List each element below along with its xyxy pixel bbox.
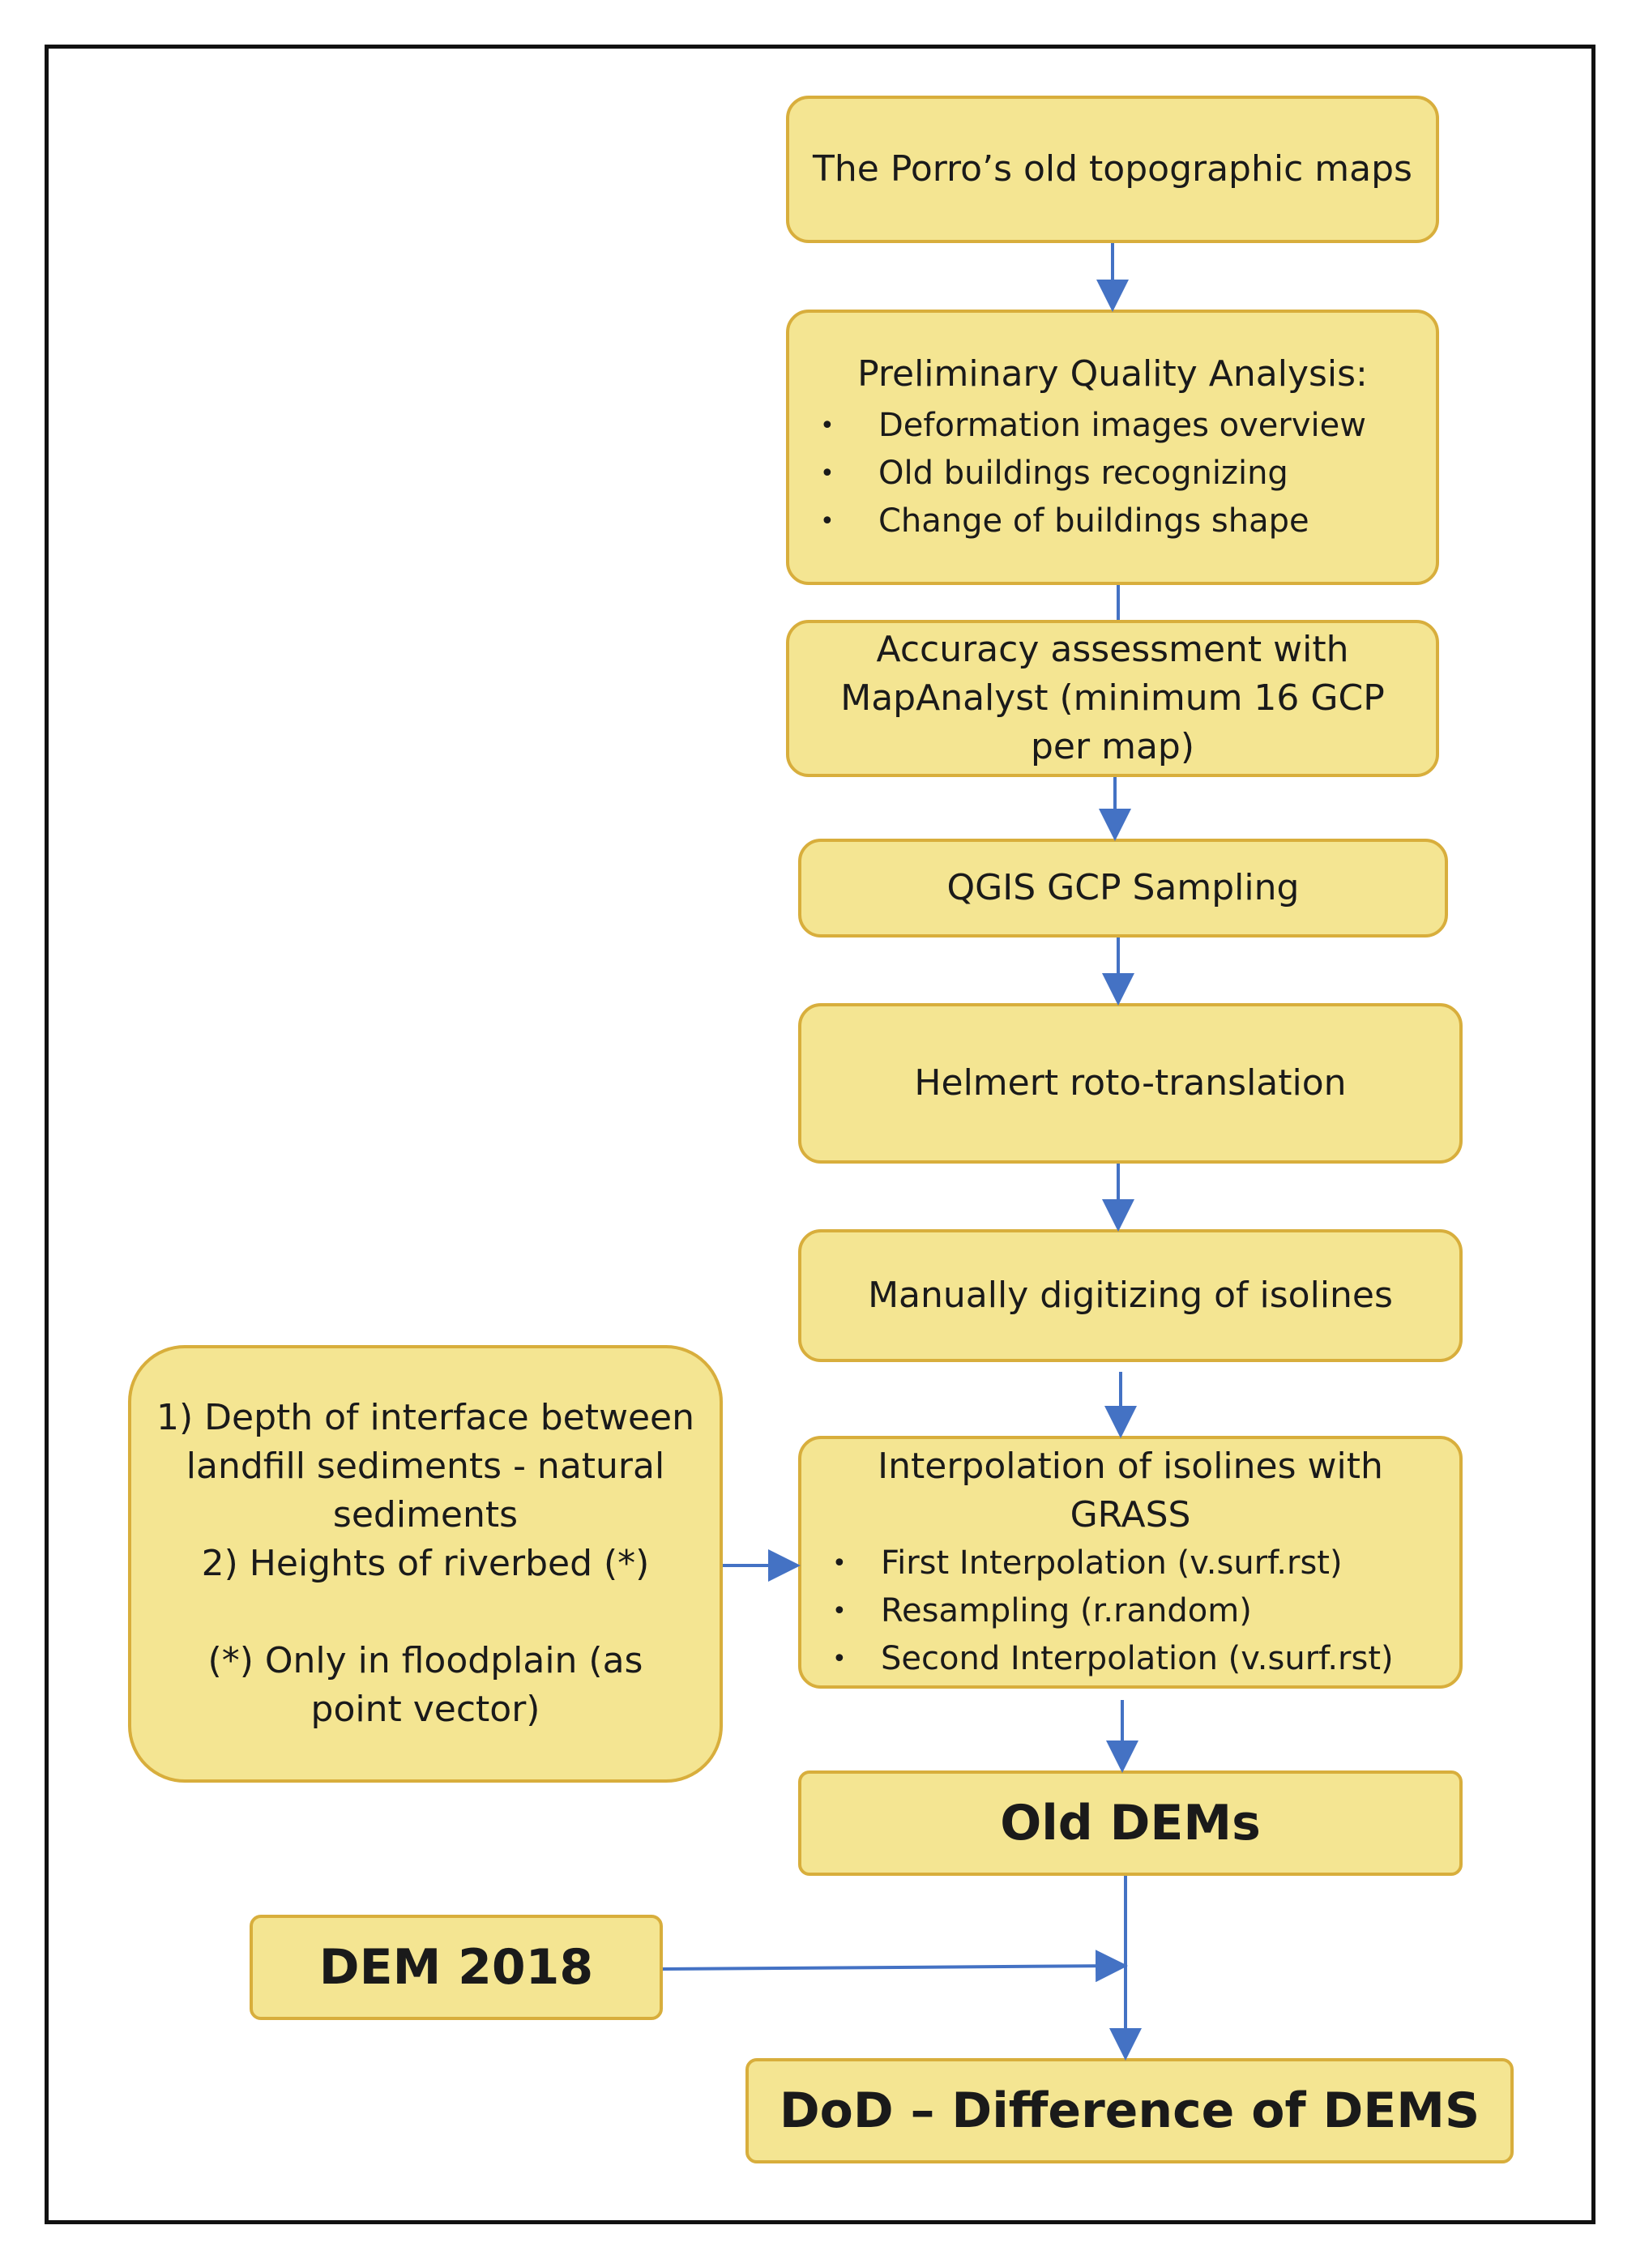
node-accuracy-assessment: Accuracy assessment with MapAnalyst (min… [786, 620, 1439, 777]
side-note-line: 2) Heights of riverbed (*) [201, 1543, 650, 1584]
node-old-dems: Old DEMs [798, 1770, 1463, 1876]
node-helmert-roto-translation: Helmert roto-translation [798, 1003, 1463, 1164]
quality-bullet: Deformation images overview [789, 402, 1436, 450]
side-note-line: (*) Only in floodplain (as [207, 1640, 643, 1681]
side-note-line: landfill sediments - natural [186, 1446, 665, 1487]
node-old-topographic-maps-label: The Porro’s old topographic maps [813, 148, 1412, 190]
side-note-line: sediments [332, 1494, 519, 1535]
quality-bullet: Change of buildings shape [789, 498, 1436, 545]
accuracy-line: Accuracy assessment with [876, 629, 1349, 670]
node-qgis-gcp-sampling-label: QGIS GCP Sampling [946, 867, 1300, 908]
node-dod-difference-of-dems: DoD – Difference of DEMS [745, 2058, 1514, 2163]
arrow-dem-2018-to-dod-line [662, 1950, 1128, 1983]
quality-title: Preliminary Quality Analysis: [857, 352, 1368, 395]
node-side-note-interface-depth: 1) Depth of interface between landfill s… [128, 1345, 723, 1783]
interpolation-bullet-list: First Interpolation (v.surf.rst) Resampl… [801, 1540, 1459, 1683]
side-note-line: 1) Depth of interface between [156, 1397, 695, 1438]
quality-bullet: Old buildings recognizing [789, 450, 1436, 498]
node-dod-label: DoD – Difference of DEMS [779, 2082, 1480, 2139]
node-old-topographic-maps: The Porro’s old topographic maps [786, 96, 1439, 243]
node-old-dems-label: Old DEMs [1000, 1795, 1261, 1852]
interpolation-title: Interpolation of isolines with [878, 1445, 1383, 1487]
interpolation-bullet: Second Interpolation (v.surf.rst) [801, 1635, 1459, 1683]
interpolation-bullet: Resampling (r.random) [801, 1587, 1459, 1635]
node-preliminary-quality-analysis: Preliminary Quality Analysis: Deformatio… [786, 310, 1439, 585]
accuracy-line: per map) [1031, 726, 1194, 767]
interpolation-bullet: First Interpolation (v.surf.rst) [801, 1540, 1459, 1587]
diagram-frame [45, 45, 1595, 2224]
node-dem-2018-label: DEM 2018 [318, 1939, 594, 1996]
quality-bullet-list: Deformation images overview Old building… [789, 402, 1436, 545]
node-qgis-gcp-sampling: QGIS GCP Sampling [798, 839, 1448, 938]
node-dem-2018: DEM 2018 [250, 1915, 663, 2020]
node-helmert-label: Helmert roto-translation [914, 1062, 1347, 1104]
node-manual-digitizing-label: Manually digitizing of isolines [868, 1275, 1393, 1316]
interpolation-title: GRASS [1070, 1493, 1191, 1535]
node-interpolation-grass: Interpolation of isolines with GRASS Fir… [798, 1436, 1463, 1689]
side-note-line: point vector) [310, 1689, 540, 1730]
accuracy-line: MapAnalyst (minimum 16 GCP [840, 677, 1385, 719]
